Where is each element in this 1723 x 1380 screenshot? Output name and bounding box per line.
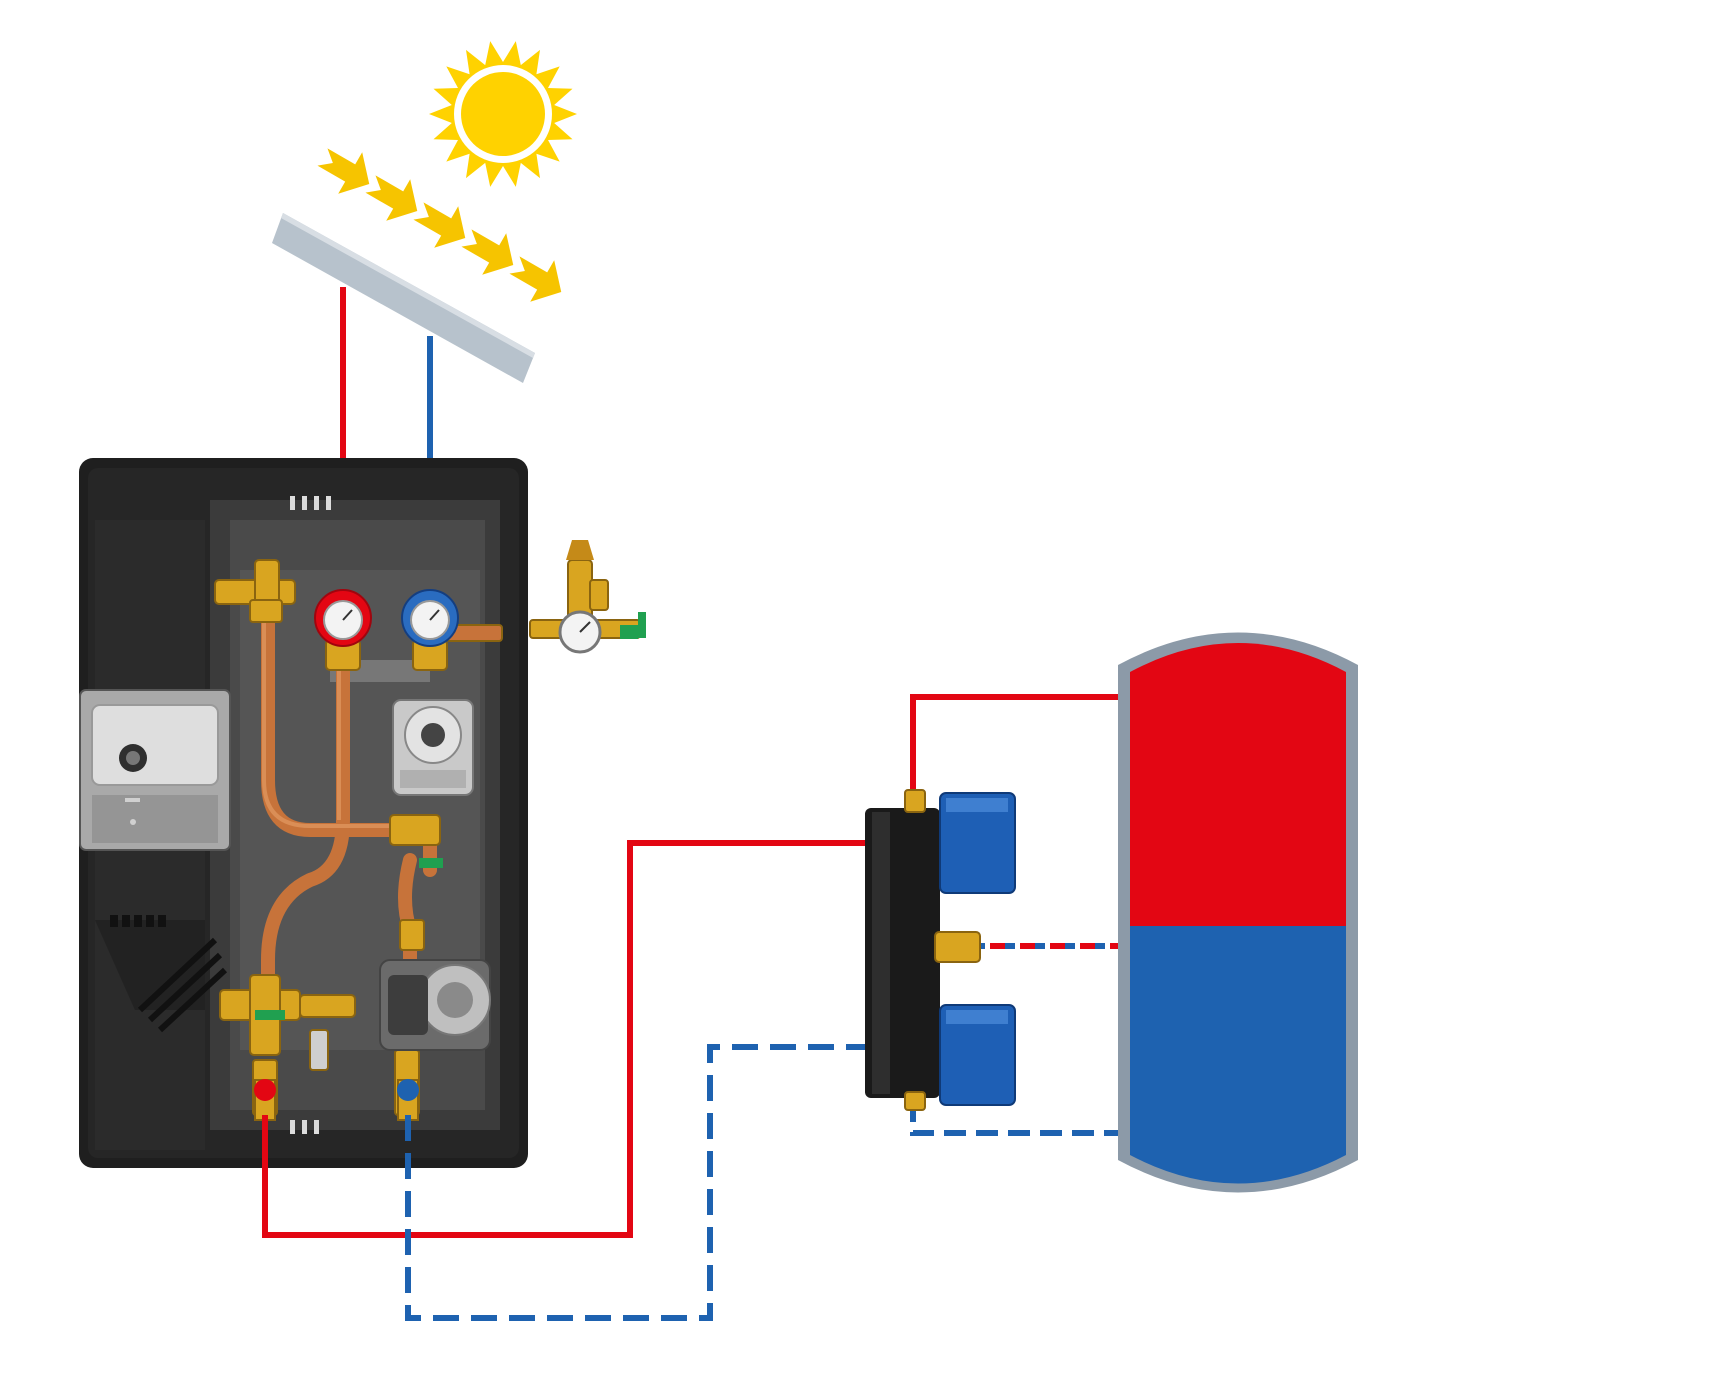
- tank-hot-pipe: [910, 694, 1118, 790]
- sunlight-arrow: [509, 256, 562, 302]
- controller-icon: [79, 689, 231, 851]
- solar-collector-icon: [272, 213, 535, 383]
- cold-circuit-pipe: [405, 1044, 868, 1321]
- sunlight-arrow: [461, 229, 514, 275]
- sun-icon: [429, 41, 577, 187]
- sunlight-arrow: [413, 202, 466, 248]
- sunlight-arrow: [365, 175, 418, 221]
- hot-circuit-pipe: [262, 840, 868, 1238]
- storage-tank-icon: [1118, 632, 1358, 1193]
- sunlight-arrows-icon: [317, 148, 562, 302]
- solar-pump-station-icon: [79, 458, 646, 1168]
- heat-exchanger-icon: [865, 789, 1016, 1111]
- sunlight-arrow: [317, 148, 370, 194]
